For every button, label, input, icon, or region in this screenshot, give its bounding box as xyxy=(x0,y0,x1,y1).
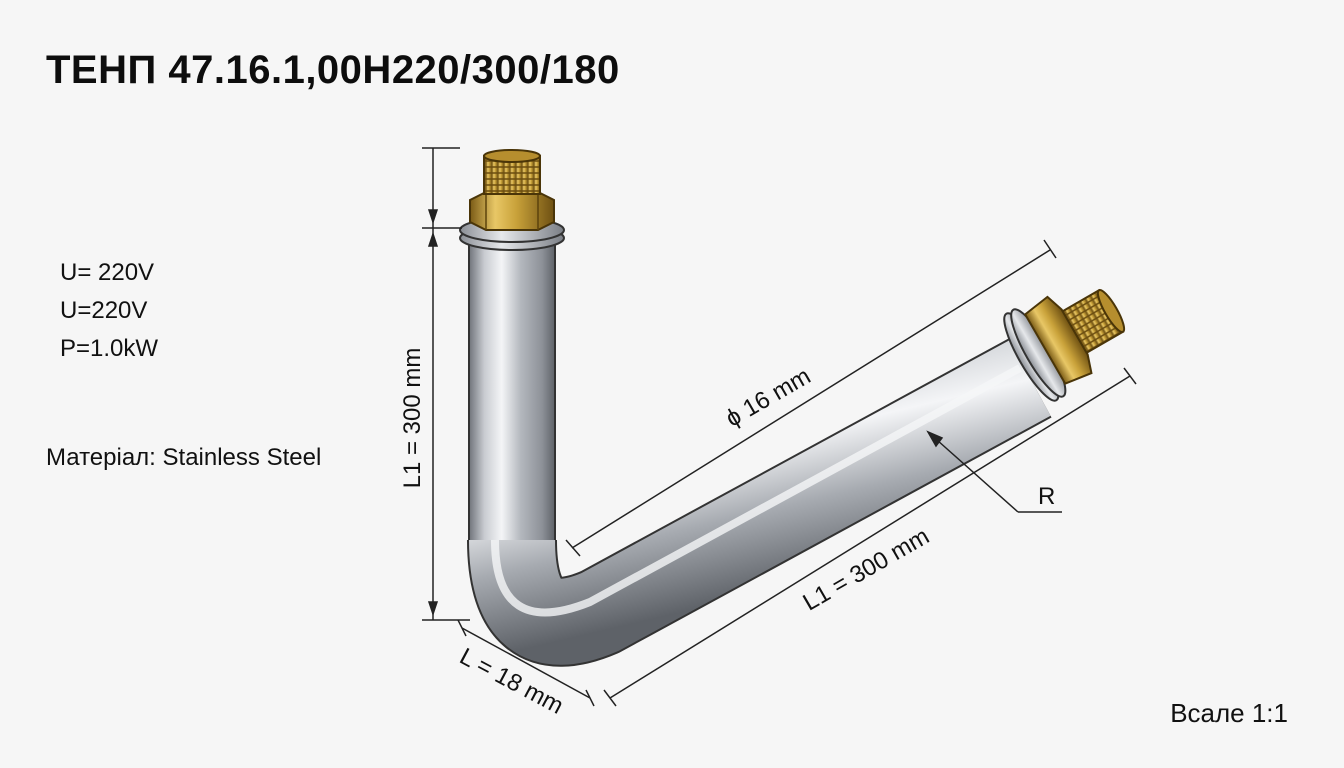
voltage-spec-1: U= 220V xyxy=(60,259,155,286)
scale-label: Bcалe 1:1 xyxy=(1170,698,1288,728)
diameter-label: ɸ 16 mm xyxy=(721,363,815,433)
vertical-length-label: L1 = 300 mm xyxy=(399,348,426,489)
drawing-title: ТЕНП 47.16.1,00Н220/300/180 xyxy=(46,48,620,92)
dimension-lines xyxy=(422,147,1137,707)
steel-tube xyxy=(467,243,1052,667)
material-label: Матерiал: Stainless Steel xyxy=(46,444,322,471)
right-fitting xyxy=(1003,288,1126,402)
power-spec: P=1.0kW xyxy=(60,335,159,362)
voltage-spec-2: U=220V xyxy=(60,297,148,324)
radius-label: R xyxy=(1038,483,1055,510)
electrical-specs: U= 220V U=220V P=1.0kW xyxy=(60,254,158,368)
top-fitting xyxy=(459,149,565,251)
